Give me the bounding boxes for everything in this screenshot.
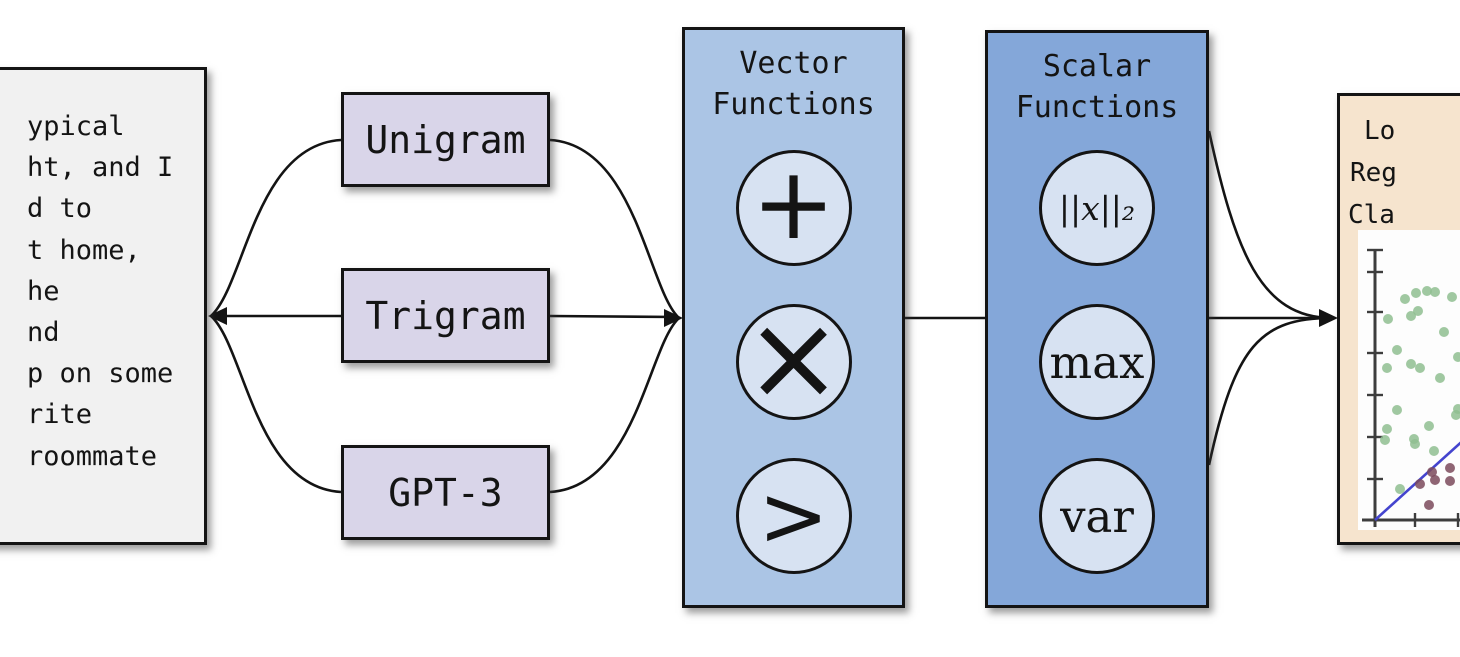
- arrowhead-left-icon: [208, 307, 227, 325]
- add-symbol: +: [751, 145, 836, 262]
- scatter-point: [1380, 435, 1390, 445]
- scatter-dots: [1380, 286, 1460, 510]
- scatter-point: [1395, 484, 1405, 494]
- scatter-point: [1392, 405, 1402, 415]
- classifier-box: Lo Reg Cla: [1337, 93, 1460, 545]
- vector-functions-title: Vector Functions: [712, 46, 875, 122]
- connector-unigram-vector: [549, 138, 679, 318]
- model-label: Trigram: [365, 293, 526, 338]
- scatter-point: [1424, 421, 1434, 431]
- classifier-title-fragment: Cla: [1348, 200, 1395, 230]
- decision-boundary-line: [1374, 441, 1460, 521]
- scatter-point: [1383, 314, 1393, 324]
- connector-gpt3-vector: [549, 318, 679, 494]
- scatter-plot: [1358, 230, 1460, 530]
- input-text-line: he: [27, 275, 60, 307]
- scatter-point: [1411, 288, 1421, 298]
- plot-axes: [1362, 250, 1460, 527]
- vector-functions-box: Vector Functions + × >: [682, 27, 905, 608]
- greater-than-op-circle: >: [735, 458, 852, 574]
- scatter-point: [1430, 287, 1440, 297]
- input-text-line: nd: [27, 317, 60, 349]
- scatter-point: [1429, 446, 1439, 456]
- l2-norm-symbol: ||x||₂: [1058, 188, 1136, 228]
- scatter-plot-svg: [1362, 248, 1460, 527]
- scatter-point: [1447, 292, 1457, 302]
- scatter-point: [1435, 373, 1445, 383]
- scatter-point: [1413, 306, 1423, 316]
- scatter-point: [1445, 463, 1455, 473]
- scalar-ops: ||x||₂ max var: [1039, 150, 1155, 574]
- input-text-box: ypical ht, and I d to t home, he nd p on some r…: [0, 67, 207, 545]
- vector-ops: + × >: [735, 145, 852, 574]
- arrowhead-right-icon: [664, 309, 683, 327]
- scalar-functions-box: Scalar Functions ||x||₂ max var: [985, 30, 1209, 608]
- greater-than-symbol: >: [758, 467, 829, 565]
- scatter-point: [1415, 363, 1425, 373]
- scalar-functions-title: Scalar Functions: [1015, 49, 1179, 125]
- input-text-line: d to: [27, 193, 93, 225]
- input-text-line: rite: [27, 399, 93, 431]
- model-box-unigram: Unigram: [341, 92, 550, 187]
- scatter-point: [1430, 475, 1440, 485]
- model-label: Unigram: [365, 117, 526, 162]
- scatter-point: [1382, 363, 1392, 373]
- arrowhead-right-icon: [1319, 309, 1338, 327]
- scatter-point: [1445, 476, 1455, 486]
- classifier-title-fragment: Lo: [1364, 116, 1396, 146]
- scatter-point: [1406, 311, 1416, 321]
- var-symbol: var: [1060, 489, 1134, 543]
- connector-scalar-classifier-bottom: [1207, 316, 1333, 466]
- input-text-line: p on some: [27, 358, 174, 390]
- multiply-symbol: ×: [744, 288, 843, 426]
- max-symbol: max: [1049, 335, 1145, 389]
- axis-ticks: [1367, 248, 1460, 527]
- var-op-circle: var: [1039, 458, 1155, 574]
- scatter-point: [1427, 467, 1437, 477]
- input-text-line: ypical: [27, 111, 125, 142]
- add-op-circle: +: [735, 145, 852, 266]
- connector-trigram-vector: [549, 314, 679, 319]
- scatter-point: [1400, 294, 1410, 304]
- scatter-point: [1406, 359, 1416, 369]
- multiply-op-circle: ×: [735, 298, 852, 420]
- scatter-point: [1439, 327, 1449, 337]
- scatter-point: [1392, 345, 1402, 355]
- input-text-line: roommate: [27, 440, 158, 472]
- classifier-title-fragment: Reg: [1350, 158, 1397, 188]
- model-box-trigram: Trigram: [341, 268, 550, 363]
- scatter-point: [1453, 404, 1460, 414]
- connector-scalar-classifier-top: [1207, 130, 1333, 320]
- model-label: GPT-3: [388, 470, 503, 515]
- max-op-circle: max: [1039, 304, 1155, 420]
- scatter-point: [1453, 352, 1460, 362]
- input-text-line: ht, and I: [27, 152, 174, 184]
- scatter-point: [1382, 424, 1392, 434]
- model-box-gpt3: GPT-3: [341, 445, 550, 540]
- input-text-lines: ypical ht, and I d to t home, he nd p on some r…: [27, 106, 173, 477]
- scatter-point: [1410, 439, 1420, 449]
- l2-norm-op-circle: ||x||₂: [1039, 150, 1155, 266]
- scatter-point: [1422, 286, 1432, 296]
- scatter-point: [1415, 479, 1425, 489]
- scatter-point: [1424, 500, 1434, 510]
- connector-input-unigram: [210, 138, 342, 317]
- connector-input-gpt3: [210, 315, 342, 494]
- input-text-line: t home,: [27, 234, 141, 266]
